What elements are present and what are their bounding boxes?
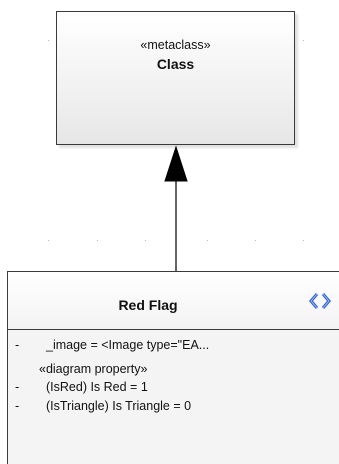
grid-dot	[145, 240, 146, 241]
element-header: Red Flag	[8, 272, 339, 330]
red-flag-element[interactable]: Red Flag - _image = <Image type="EA... «…	[7, 271, 339, 464]
metaclass-element[interactable]: «metaclass» Class	[56, 11, 295, 145]
generalization-arrowhead-icon	[164, 145, 188, 182]
visibility-marker: -	[15, 338, 20, 352]
enumeration-icon	[309, 293, 331, 309]
attribute-text: (IsTriangle) Is Triangle = 0	[46, 399, 192, 413]
grid-dot	[97, 240, 98, 241]
element-name: Red Flag	[118, 297, 178, 313]
attribute-text: _image = <Image type="EA...	[46, 338, 210, 352]
grid-dot	[303, 40, 304, 41]
visibility-marker: -	[15, 380, 20, 394]
grid-dot	[255, 240, 256, 241]
grid-dot	[48, 240, 49, 241]
diagram-property-group-label: «diagram property»	[39, 362, 148, 376]
visibility-marker: -	[15, 399, 20, 413]
grid-dot	[207, 240, 208, 241]
metaclass-stereotype: «metaclass»	[140, 38, 211, 52]
grid-dot	[48, 40, 49, 41]
metaclass-name: Class	[156, 56, 195, 72]
attribute-text: (IsRed) Is Red = 1	[46, 380, 148, 394]
grid-dot	[303, 240, 304, 241]
